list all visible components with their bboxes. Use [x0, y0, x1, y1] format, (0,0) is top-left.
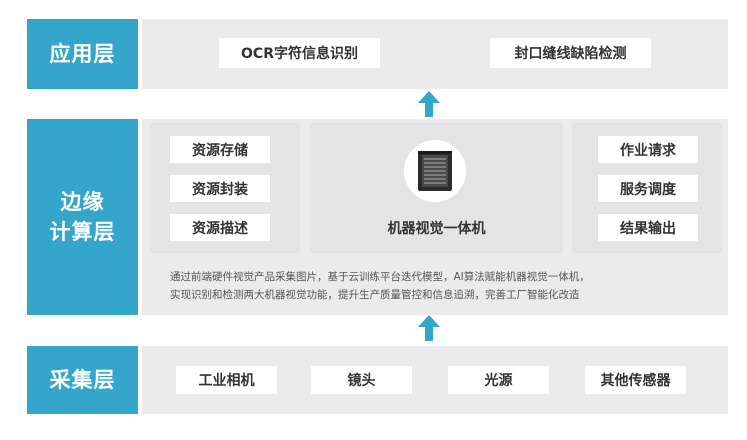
application-layer-label: 应用层 — [27, 19, 138, 89]
edge-right-item-result-output: 结果输出 — [598, 214, 698, 241]
vision-device-title: 机器视觉一体机 — [387, 221, 486, 237]
arrow-up-icon — [418, 91, 440, 117]
app-item-ocr: OCR字符信息识别 — [219, 38, 380, 68]
edge-description-line1: 通过前端硬件视觉产品采集图片，基于云训练平台迭代模型，AI算法赋能机器视觉一体机… — [170, 271, 590, 283]
edge-right-item-job-request: 作业请求 — [598, 136, 698, 163]
edge-right-item-service-dispatch: 服务调度 — [598, 175, 698, 202]
acq-item-industrial-camera: 工业相机 — [176, 366, 277, 394]
arrow-up-icon — [418, 315, 440, 341]
edge-layer-label-line2: 计算层 — [49, 220, 116, 244]
edge-layer-label: 边缘 计算层 — [27, 119, 138, 315]
acq-item-other-sensors: 其他传感器 — [585, 366, 686, 394]
edge-layer-label-line1: 边缘 — [60, 190, 105, 214]
acquisition-layer-label-text: 采集层 — [49, 368, 116, 392]
vision-device-icon — [404, 140, 466, 202]
edge-description-line2: 实现识别和检测两大机器视觉功能，提升生产质量管控和信息追溯，完善工厂智能化改造 — [170, 289, 580, 301]
acq-item-lens: 镜头 — [311, 366, 412, 394]
edge-left-item-description: 资源描述 — [170, 214, 270, 241]
edge-left-item-storage: 资源存储 — [170, 136, 270, 163]
acquisition-layer-label: 采集层 — [27, 346, 138, 414]
acq-item-light-source: 光源 — [448, 366, 549, 394]
app-item-seam-defect: 封口缝线缺陷检测 — [490, 38, 651, 68]
application-layer-label-text: 应用层 — [49, 42, 116, 66]
edge-left-item-encapsulation: 资源封装 — [170, 175, 270, 202]
